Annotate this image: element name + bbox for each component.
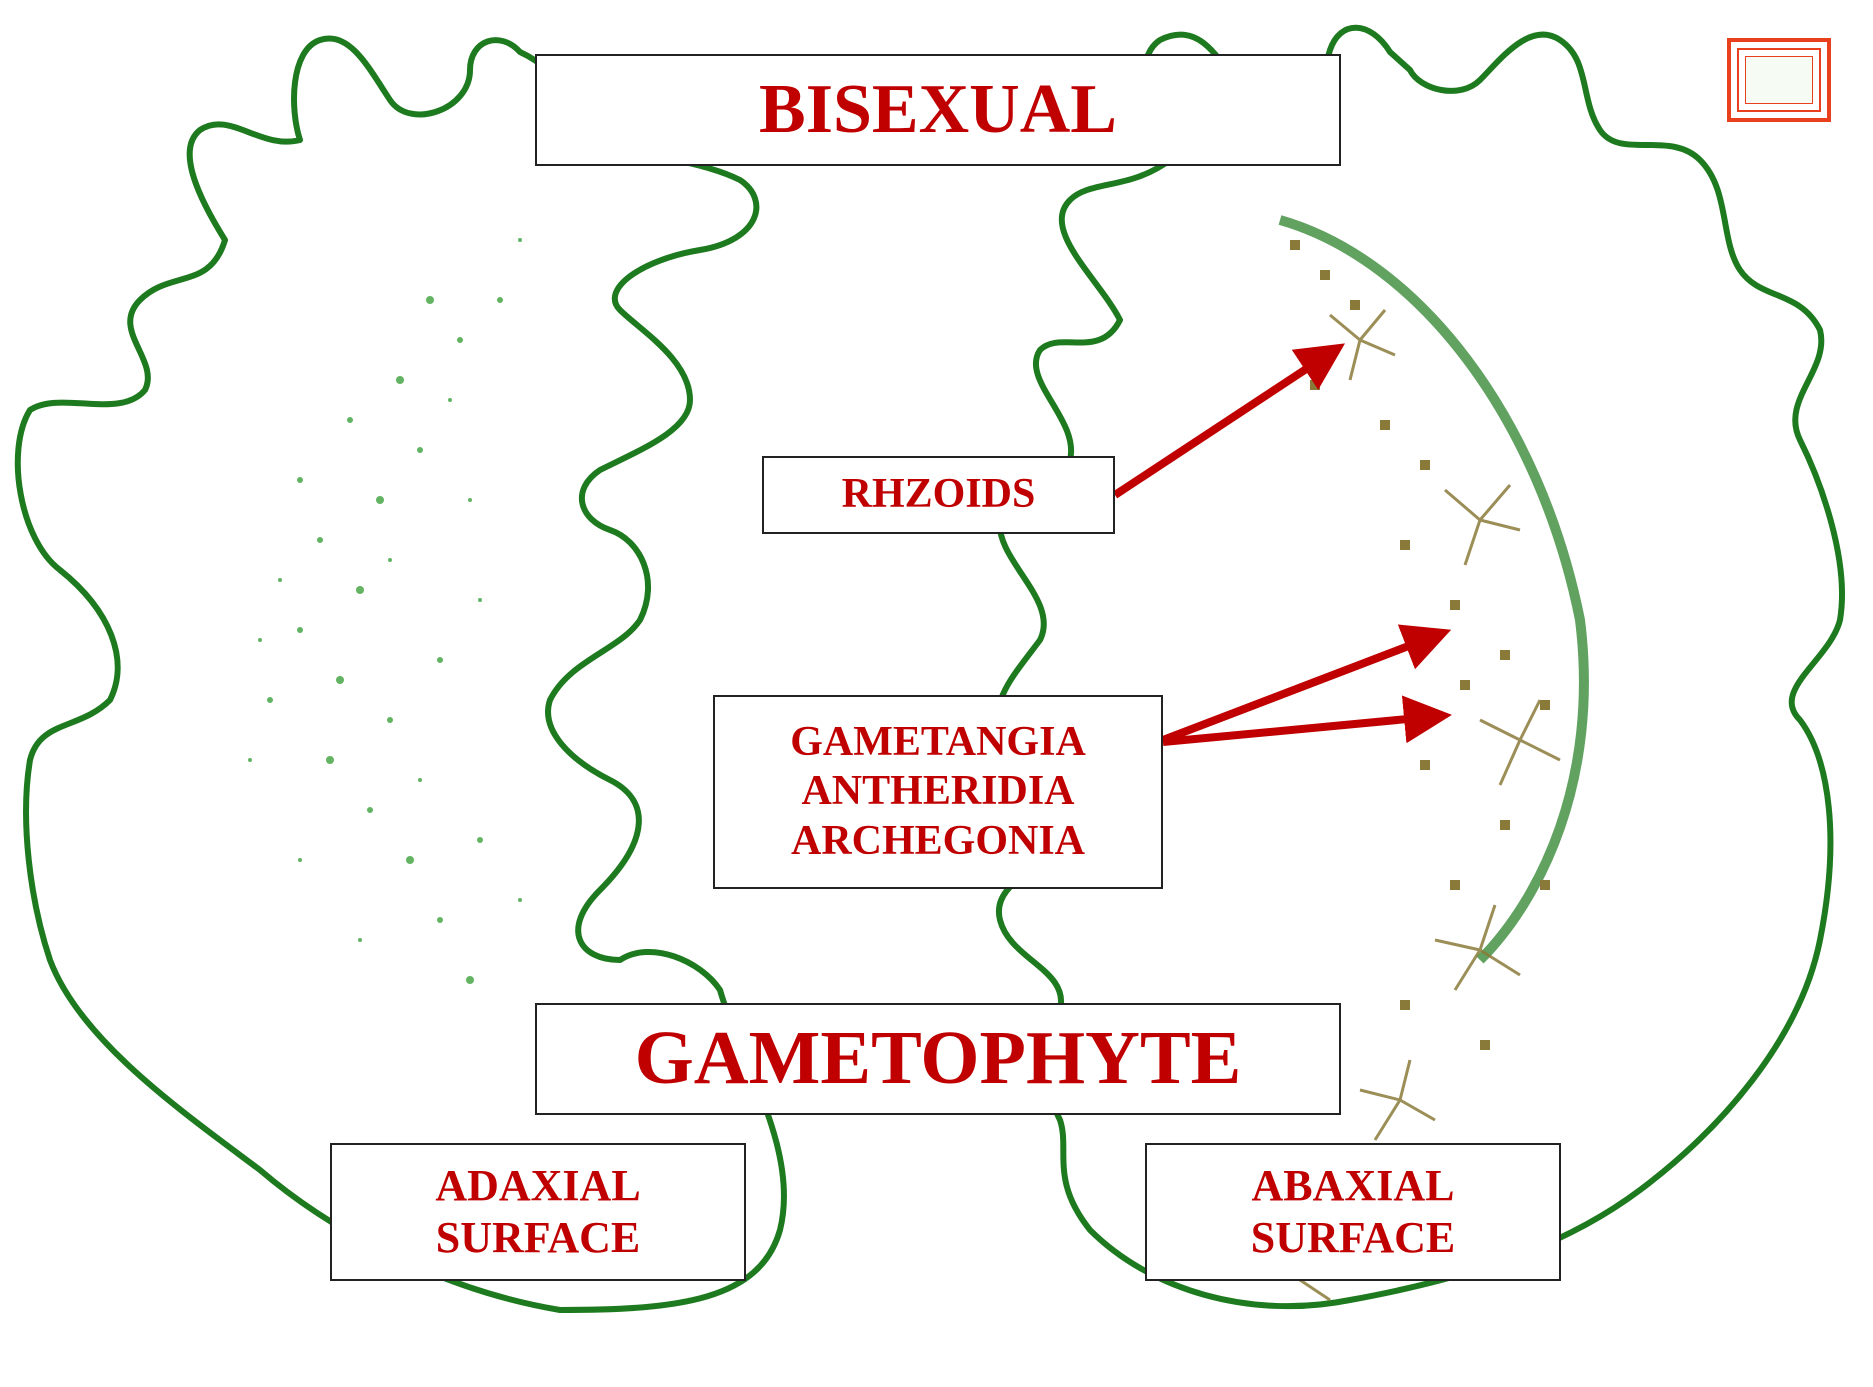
rhizoid-arrow <box>1115 350 1335 495</box>
subtitle-label: GAMETOPHYTE <box>535 1003 1341 1115</box>
title-label: BISEXUAL <box>535 54 1341 166</box>
rhizoids-label: RHZOIDS <box>762 456 1115 534</box>
arrows <box>1115 350 1440 742</box>
gametangia-arrow-1 <box>1163 634 1440 740</box>
chloroplast-dots <box>248 238 522 984</box>
gametangia-label: GAMETANGIA ANTHERIDIA ARCHEGONIA <box>713 695 1163 889</box>
adaxial-thallus-outline <box>18 38 784 1310</box>
midrib-band <box>1280 220 1584 960</box>
adaxial-thallus <box>18 38 784 1310</box>
thumbnail-logo-icon[interactable] <box>1727 38 1831 122</box>
abaxial-surface-label: ABAXIAL SURFACE <box>1145 1143 1561 1281</box>
adaxial-surface-label: ADAXIAL SURFACE <box>330 1143 746 1281</box>
